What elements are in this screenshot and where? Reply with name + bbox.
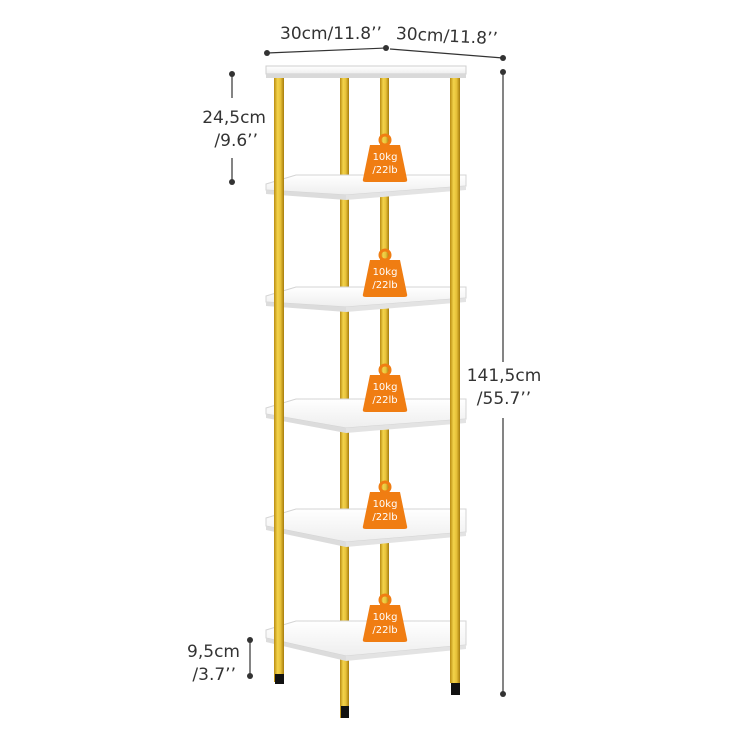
- shelf-2: [265, 174, 467, 200]
- shelf-4: [265, 398, 467, 433]
- weight-icon: [362, 480, 408, 529]
- load-badge-weight-lb: /22lb: [372, 165, 398, 176]
- foot-height-metric: 9,5cm: [187, 642, 240, 662]
- dimension-lines: [229, 45, 506, 697]
- back-right-post: [380, 78, 389, 638]
- shelf-top: [265, 65, 467, 78]
- load-badge-weight-lb: /22lb: [372, 625, 398, 636]
- front-posts: [274, 78, 460, 695]
- total-height-imperial: /55.7’’: [476, 389, 532, 409]
- front-left-post: [274, 78, 284, 682]
- shelf-gap-dimension-line: [229, 71, 235, 185]
- width-label: 30cm/11.8’’: [280, 24, 382, 44]
- front-right-post: [450, 78, 460, 683]
- width-dimension-line: [264, 45, 389, 56]
- foot-height-imperial: /3.7’’: [192, 665, 236, 685]
- load-badge-weight-lb: /22lb: [372, 280, 398, 291]
- front-right-foot: [451, 683, 460, 695]
- load-badge-weight-kg: 10kg: [372, 499, 398, 510]
- weight-icon: [362, 133, 408, 182]
- load-badges: [362, 133, 408, 642]
- total-height-metric: 141,5cm: [466, 366, 542, 386]
- load-badge-weight-kg: 10kg: [372, 382, 398, 393]
- weight-icon: [362, 363, 408, 412]
- back-left-post: [340, 78, 349, 718]
- back-left-foot: [341, 706, 349, 718]
- load-badge-weight-kg: 10kg: [372, 152, 398, 163]
- load-badge-weight-lb: /22lb: [372, 395, 398, 406]
- shelf-gap-metric: 24,5cm: [202, 108, 266, 128]
- total-height-dimension-line: [500, 69, 506, 697]
- depth-dimension-line: [389, 48, 506, 61]
- weight-icon: [362, 593, 408, 642]
- load-badge-weight-lb: /22lb: [372, 512, 398, 523]
- foot-height-dimension-line: [247, 637, 253, 679]
- shelf-gap-imperial: /9.6’’: [214, 131, 258, 151]
- shelf-bottom: [265, 620, 467, 661]
- load-badge-weight-kg: 10kg: [372, 612, 398, 623]
- shelves: [265, 65, 467, 661]
- front-left-foot: [275, 674, 284, 684]
- weight-icon: [362, 248, 408, 297]
- load-badge-weight-kg: 10kg: [372, 267, 398, 278]
